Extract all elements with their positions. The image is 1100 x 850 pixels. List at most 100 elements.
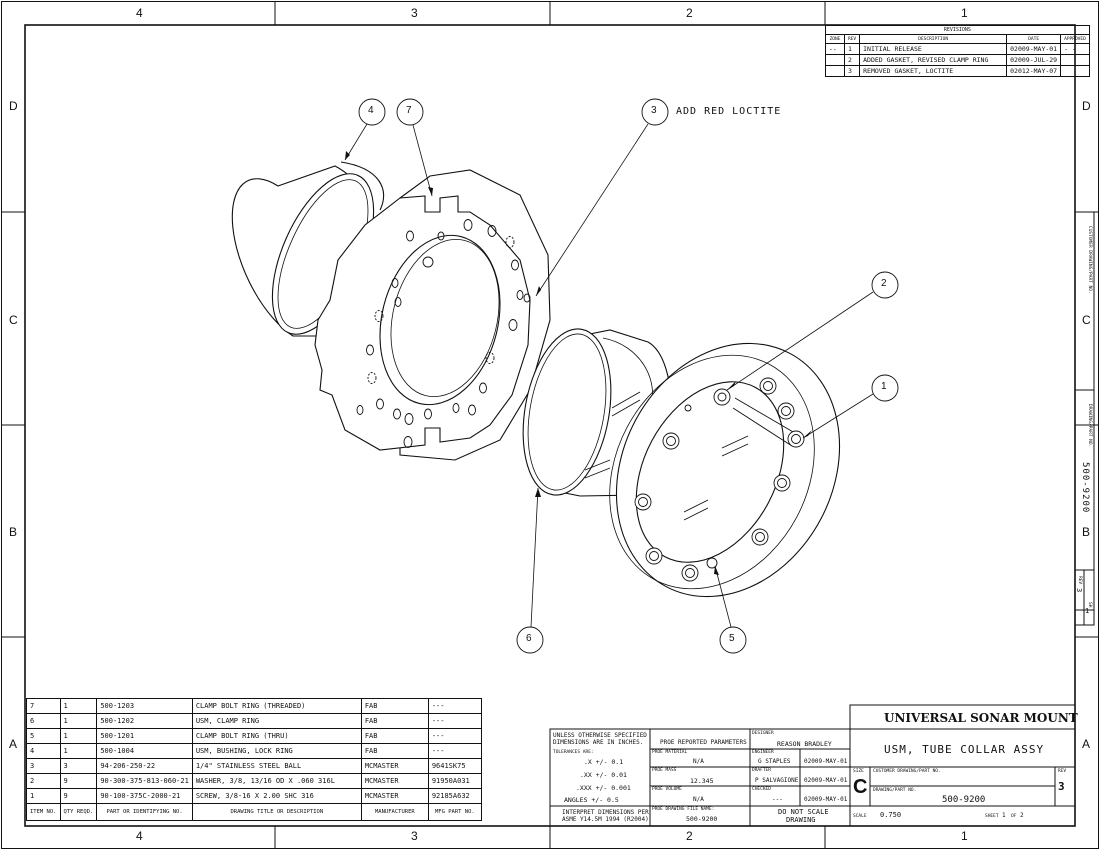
- rev-description: ADDED GASKET, REVISED CLAMP RING: [859, 54, 1008, 66]
- bom-header-row: ITEM NO. QTY REQD. PART OR IDENTIFYING N…: [26, 803, 482, 821]
- proe-mass: 12.345: [690, 777, 714, 785]
- bom-cell-mfgpn: 9641SK75: [427, 758, 482, 774]
- rev-header-date: DATE: [1006, 34, 1062, 44]
- side-rev-value: 3: [1075, 588, 1083, 593]
- zone-col-3-bottom: 3: [411, 829, 418, 843]
- bom-cell-qty: 3: [59, 758, 98, 774]
- interpret-line-2: ASME Y14.5M 1994 (R2004): [562, 816, 649, 823]
- callout-3-label: 3: [651, 105, 657, 116]
- designer-label: DESIGNER: [752, 731, 774, 736]
- bom-cell-item: 7: [26, 698, 61, 714]
- proe-reported-label: PROE REPORTED PARAMETERS: [660, 739, 747, 746]
- bom-cell-item: 4: [26, 743, 61, 759]
- bom-cell-qty: 9: [59, 788, 98, 804]
- zone-col-1-top: 1: [961, 6, 968, 20]
- part-4-bushing-lock-ring: [231, 161, 385, 337]
- tolerance-xxx: .XXX +/- 0.001: [576, 784, 631, 792]
- bom-header-desc: DRAWING TITLE OR DESCRIPTION: [191, 803, 362, 821]
- rev-date: 02009-MAY-01: [1006, 43, 1062, 55]
- revisions-table: REVISIONS ZONE REV DESCRIPTION DATE APPR…: [825, 25, 1090, 77]
- engineer-date: 02009-MAY-01: [804, 758, 848, 765]
- engineer-label: ENGINEER: [752, 750, 774, 755]
- rev-date: 02009-JUL-29: [1006, 54, 1062, 66]
- do-not-scale-2: DRAWING: [786, 816, 816, 824]
- bom-header-part: PART OR IDENTIFYING NO.: [96, 803, 193, 821]
- table-row: 3 REMOVED GASKET, LOCTITE 02012-MAY-07: [825, 65, 1090, 77]
- proe-file-label: PROE DRAWING FILE NAME:: [652, 807, 715, 812]
- tolerance-header-1: UNLESS OTHERWISE SPECIFIED: [553, 732, 647, 739]
- rev-header-approved: APPROVED: [1060, 34, 1090, 44]
- bom-cell-desc: 1/4" STAINLESS STEEL BALL: [191, 758, 362, 774]
- bom-cell-item: 3: [26, 758, 61, 774]
- bom-cell-desc: USM, CLAMP RING: [191, 713, 362, 729]
- bom-cell-qty: 1: [59, 713, 98, 729]
- rev-description: INITIAL RELEASE: [859, 43, 1008, 55]
- callout-1-bubble: [871, 374, 899, 402]
- proe-volume: N/A: [693, 796, 704, 803]
- table-row: 2 ADDED GASKET, REVISED CLAMP RING 02009…: [825, 54, 1090, 66]
- bom-cell-mfr: FAB: [360, 728, 429, 744]
- rev-number: 2: [843, 54, 861, 66]
- bom-cell-mfgpn: ---: [427, 713, 482, 729]
- bom-header-item: ITEM NO.: [26, 803, 61, 821]
- rev-value: 3: [1058, 780, 1065, 793]
- zone-row-b-right: B: [1082, 525, 1091, 539]
- rev-date: 02012-MAY-07: [1006, 65, 1062, 77]
- bom-cell-qty: 1: [59, 698, 98, 714]
- bom-header-mfr: MANUFACTURER: [360, 803, 429, 821]
- checked-date: 02009-MAY-01: [804, 796, 848, 803]
- rev-approved: [1060, 65, 1090, 77]
- tolerance-x: .X +/- 0.1: [584, 758, 624, 766]
- zone-col-4-top: 4: [136, 6, 143, 20]
- bom-cell-desc: SCREW, 3/8-16 X 2.00 SHC 316: [191, 788, 362, 804]
- zone-row-a-left: A: [9, 737, 18, 751]
- side-drawing-label: DRAWING/PART NO.: [1087, 404, 1092, 448]
- engineer-name: G STAPLES: [758, 758, 791, 765]
- rev-number: 3: [843, 65, 861, 77]
- tolerance-angles: ANGLES +/- 0.5: [564, 796, 619, 804]
- rev-zone: [825, 65, 845, 77]
- bom-cell-qty: 9: [59, 773, 98, 789]
- bom-cell-qty: 1: [59, 728, 98, 744]
- rev-number: 1: [843, 43, 861, 55]
- interpret-line-1: INTERPRET DIMENSIONS PER: [562, 809, 649, 816]
- bom-cell-mfgpn: ---: [427, 743, 482, 759]
- checked-name: ---: [772, 796, 783, 803]
- of-value: 2: [1020, 812, 1024, 819]
- rev-header-rev: REV: [843, 34, 861, 44]
- bom-cell-mfr: FAB: [360, 698, 429, 714]
- zone-row-c-left: C: [9, 313, 18, 327]
- sheet-value: 1: [1002, 812, 1006, 819]
- zone-row-a-right: A: [1082, 737, 1091, 751]
- part-1-screws: [584, 377, 805, 582]
- zone-col-4-bottom: 4: [136, 829, 143, 843]
- callout-6-label: 6: [526, 633, 532, 644]
- bom-cell-desc: WASHER, 3/8, 13/16 OD X .060 316L: [191, 773, 362, 789]
- rev-label: REV: [1058, 769, 1067, 774]
- zone-row-b-left: B: [9, 525, 18, 539]
- bom-cell-part: 500-1202: [96, 713, 193, 729]
- zone-col-1-bottom: 1: [961, 829, 968, 843]
- callout-2-label: 2: [881, 278, 887, 289]
- callout-5-label: 5: [729, 633, 735, 644]
- bom-cell-mfr: FAB: [360, 713, 429, 729]
- leader-arrows: [345, 151, 812, 575]
- proe-file: 500-9200: [686, 815, 718, 823]
- side-customer-label: CUSTOMER DRAWING/PART NO.: [1087, 226, 1092, 294]
- do-not-scale-1: DO NOT SCALE: [778, 808, 829, 816]
- bom-cell-mfgpn: ---: [427, 698, 482, 714]
- zone-col-2-top: 2: [686, 6, 693, 20]
- callout-5-bubble: [719, 626, 747, 654]
- callout-6-bubble: [516, 626, 544, 654]
- checked-label: CHECKED: [752, 787, 771, 792]
- zone-row-d-left: D: [9, 99, 18, 113]
- rev-zone: [825, 54, 845, 66]
- customer-dwg-label: CUSTOMER DRAWING/PART NO.: [873, 769, 941, 774]
- callout-bubbles: [358, 98, 899, 654]
- proe-material-label: PROE MATERIAL: [652, 750, 688, 755]
- part-2-washers: [684, 388, 731, 569]
